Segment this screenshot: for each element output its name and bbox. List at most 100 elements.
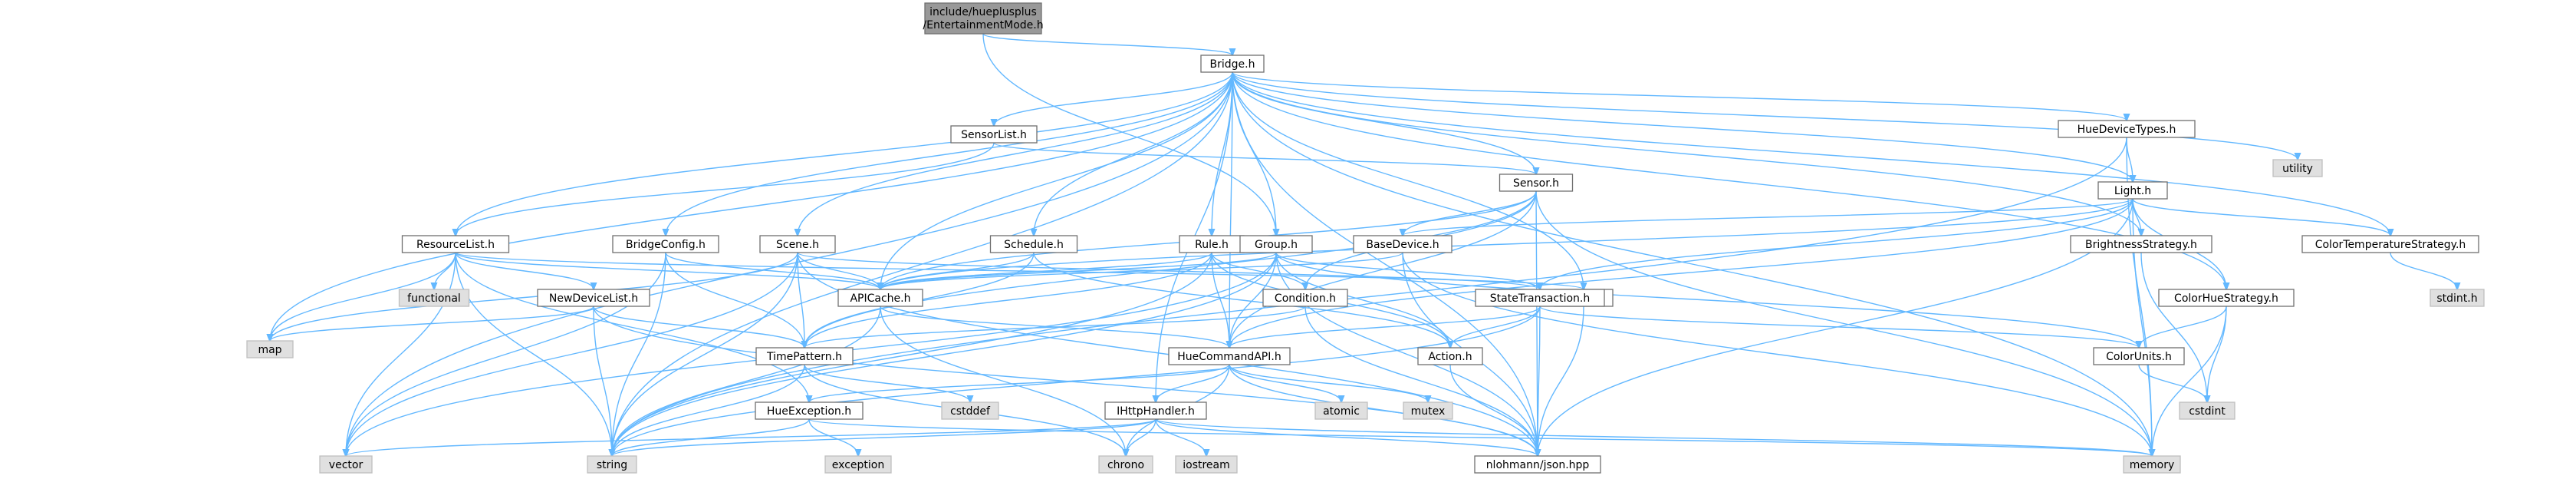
edge-huecommandapi-h-to-hueexception-h (809, 364, 1230, 402)
edge-bridge-h-to-vector (346, 71, 1233, 456)
edge-group-h-to-colorunits-h (1275, 252, 2139, 348)
condition-h-label: Condition.h (1275, 292, 1336, 305)
hueexception-h-label: HueException.h (767, 405, 851, 418)
edge-ihttphandler-h-to-vector (346, 418, 1156, 456)
edge-rule-h-to-huecommandapi-h (1211, 252, 1229, 348)
colortemperaturestrategy-h-node[interactable]: ColorTemperatureStrategy.h (2301, 235, 2479, 253)
edge-timepattern-h-to-cstddef (804, 364, 970, 402)
edge-sensorlist-h-to-sensor-h (993, 142, 1536, 174)
huedevicetypes-h-label: HueDeviceTypes.h (2078, 124, 2176, 136)
json-hpp-node[interactable]: nlohmann/json.hpp (1474, 455, 1601, 474)
brightnessstrategy-h-label: BrightnessStrategy.h (2085, 239, 2197, 251)
rule-h-node[interactable]: Rule.h (1179, 235, 1245, 253)
functional-label: functional (407, 292, 461, 305)
edge-apicache-h-to-string (612, 306, 881, 456)
edge-focus-to-bridge-h (982, 33, 1232, 55)
edge-scene-h-to-map (270, 252, 798, 341)
edge-group-h-to-huecommandapi-h (1229, 252, 1277, 348)
resourcelist-h-node[interactable]: ResourceList.h (401, 235, 510, 253)
colorhuestrategy-h-label: ColorHueStrategy.h (2174, 292, 2278, 305)
colorunits-h-node[interactable]: ColorUnits.h (2093, 347, 2185, 365)
atomic-node: atomic (1314, 401, 1368, 420)
basedevice-h-label: BaseDevice.h (1366, 239, 1439, 251)
basedevice-h-node[interactable]: BaseDevice.h (1353, 235, 1452, 253)
edge-scene-h-to-apicache-h (797, 252, 880, 289)
stdint-h-node: stdint.h (2430, 289, 2485, 307)
vector-label: vector (329, 459, 364, 471)
sensor-h-node[interactable]: Sensor.h (1499, 173, 1574, 192)
bridgeconfig-h-node[interactable]: BridgeConfig.h (612, 235, 719, 253)
edge-bridge-h-to-light-h (1232, 71, 2133, 182)
stdint-h-label: stdint.h (2436, 292, 2477, 305)
atomic-label: atomic (1323, 405, 1360, 418)
edge-ihttphandler-h-to-iostream (1155, 418, 1206, 456)
apicache-h-node[interactable]: APICache.h (837, 289, 923, 307)
edge-group-h-to-string (612, 252, 1277, 456)
edge-statetransaction-h-to-json-hpp (1538, 306, 1540, 456)
edge-resourcelist-h-to-hueexception-h (455, 252, 809, 402)
brightnessstrategy-h-node[interactable]: BrightnessStrategy.h (2070, 235, 2212, 253)
newdevicelist-h-node[interactable]: NewDeviceList.h (537, 289, 650, 307)
edge-bridge-h-to-utility (1232, 71, 2298, 160)
edge-light-h-to-basedevice-h (1403, 198, 2134, 236)
edge-resourcelist-h-to-newdevicelist-h (455, 252, 594, 289)
group-h-node[interactable]: Group.h (1239, 235, 1313, 253)
iostream-node: iostream (1175, 455, 1238, 474)
edge-light-h-to-apicache-h (880, 198, 2134, 289)
mutex-label: mutex (1411, 405, 1446, 418)
edge-action-h-to-json-hpp (1449, 364, 1538, 456)
statetransaction-h-node[interactable]: StateTransaction.h (1475, 289, 1605, 307)
string-label: string (597, 459, 627, 471)
entertainmentmode-h-node[interactable]: include/hueplusplus /EntertainmentMode.h (923, 2, 1044, 35)
light-h-node[interactable]: Light.h (2097, 181, 2168, 200)
edge-huecommandapi-h-to-atomic (1229, 364, 1341, 402)
edge-basedevice-h-to-apicache-h (880, 252, 1403, 289)
apicache-h-label: APICache.h (850, 292, 910, 305)
vector-node: vector (319, 455, 373, 474)
edge-ihttphandler-h-to-string (612, 418, 1156, 456)
edge-apicache-h-to-chrono (880, 306, 1126, 456)
sensorlist-h-node[interactable]: SensorList.h (950, 125, 1038, 144)
edge-bridgeconfig-h-to-apicache-h (665, 252, 880, 289)
ihttphandler-h-node[interactable]: IHttpHandler.h (1104, 401, 1207, 420)
colorhuestrategy-h-node[interactable]: ColorHueStrategy.h (2158, 289, 2295, 307)
edge-light-h-to-statetransaction-h (1540, 198, 2134, 289)
chrono-label: chrono (1107, 459, 1144, 471)
edge-focus-to-group-h (982, 33, 1276, 236)
json-hpp-label: nlohmann/json.hpp (1486, 459, 1590, 471)
edge-bridge-h-to-bridgeconfig-h (666, 71, 1233, 236)
bridge-h-node[interactable]: Bridge.h (1200, 55, 1265, 73)
condition-h-node[interactable]: Condition.h (1262, 289, 1348, 307)
edge-condition-h-to-json-hpp (1304, 306, 1538, 456)
edge-bridgeconfig-h-to-timepattern-h (665, 252, 804, 348)
edge-rule-h-to-timepattern-h (804, 252, 1212, 348)
edge-bridge-h-to-huedevicetypes-h (1232, 71, 2127, 121)
memory-node: memory (2123, 455, 2181, 474)
edge-newdevicelist-h-to-map (270, 306, 594, 341)
node-title-line-2: /EntertainmentMode.h (923, 19, 1043, 31)
functional-node: functional (398, 289, 470, 307)
edge-statetransaction-h-to-colorunits-h (1539, 306, 2139, 348)
node-title-line-1: include/hueplusplus (929, 6, 1037, 18)
edge-huecommandapi-h-to-ihttphandler-h (1156, 364, 1230, 402)
huecommandapi-h-label: HueCommandAPI.h (1177, 351, 1281, 363)
edge-bridge-h-to-colortemperaturestrategy-h (1232, 71, 2390, 236)
sensorlist-h-label: SensorList.h (961, 129, 1027, 141)
huedevicetypes-h-node[interactable]: HueDeviceTypes.h (2058, 120, 2196, 138)
edge-basedevice-h-to-memory (1402, 252, 2152, 456)
edge-timepattern-h-to-string (612, 364, 805, 456)
group-h-label: Group.h (1255, 239, 1298, 251)
memory-label: memory (2130, 459, 2175, 471)
schedule-h-node[interactable]: Schedule.h (989, 235, 1078, 253)
hueexception-h-node[interactable]: HueException.h (755, 401, 864, 420)
edge-ihttphandler-h-to-memory (1155, 418, 2152, 456)
utility-node: utility (2272, 159, 2323, 177)
action-h-node[interactable]: Action.h (1417, 347, 1483, 365)
huecommandapi-h-node[interactable]: HueCommandAPI.h (1168, 347, 1291, 365)
edge-sensorlist-h-to-resourcelist-h (456, 142, 995, 236)
edge-light-h-to-huecommandapi-h (1229, 198, 2134, 348)
iostream-label: iostream (1183, 459, 1230, 471)
timepattern-h-node[interactable]: TimePattern.h (755, 347, 854, 365)
edge-huecommandapi-h-to-json-hpp (1229, 364, 1538, 456)
scene-h-node[interactable]: Scene.h (759, 235, 836, 253)
